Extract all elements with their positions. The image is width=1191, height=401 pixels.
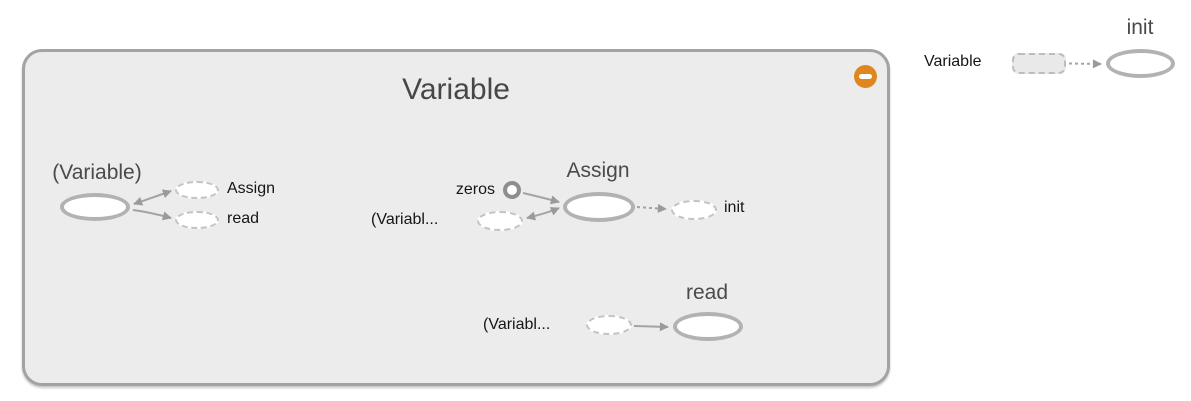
annotation-variable-proxy2-ellipse[interactable]: [586, 315, 632, 335]
annotation-read-label: read: [227, 210, 260, 227]
constant-zeros-circle[interactable]: [503, 181, 521, 199]
init-op-ellipse[interactable]: [1106, 49, 1175, 78]
group-node-variable[interactable]: Variable: [22, 49, 890, 386]
variable-op-label: (Variable): [52, 161, 142, 184]
annotation-zeros-label: zeros: [455, 181, 495, 198]
assign-op-ellipse[interactable]: [563, 192, 635, 222]
annotation-read-ellipse[interactable]: [175, 211, 219, 229]
edge-variable-init-control-dep: [1068, 59, 1102, 69]
collapse-button[interactable]: [854, 65, 877, 88]
minus-icon: [859, 74, 872, 79]
read-op-ellipse[interactable]: [673, 312, 743, 341]
annotation-assign-ellipse[interactable]: [175, 181, 219, 199]
annotation-variable-proxy-ellipse[interactable]: [477, 211, 523, 231]
group-title: Variable: [402, 73, 510, 106]
variable-op-ellipse[interactable]: [60, 193, 130, 221]
annotation-variable-rect-label: Variable: [924, 53, 982, 70]
annotation-assign-label: Assign: [227, 180, 276, 197]
annotation-init-ellipse[interactable]: [671, 200, 717, 220]
assign-op-label: Assign: [566, 159, 630, 182]
annotation-variable-proxy-rect[interactable]: [1012, 53, 1066, 74]
init-op-label: init: [1126, 16, 1154, 39]
annotation-init-label: init: [724, 199, 745, 216]
read-op-label: read: [685, 281, 729, 304]
annotation-variable-proxy2-label: (Variabl...: [483, 316, 551, 333]
annotation-variable-proxy-label: (Variabl...: [371, 211, 439, 228]
